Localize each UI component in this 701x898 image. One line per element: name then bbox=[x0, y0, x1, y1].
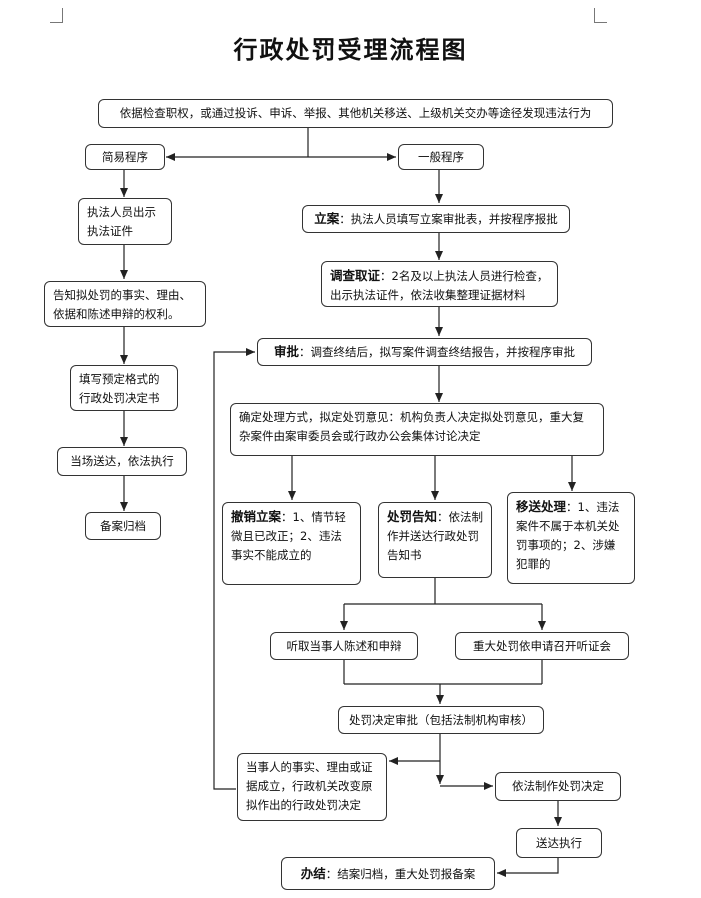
fill-form-box: 填写预定格式的行政处罚决定书 bbox=[70, 365, 178, 411]
filing-box: 立案：执法人员填写立案审批表，并按程序报批 bbox=[302, 205, 570, 233]
penalty-notice-box: 处罚告知：依法制作并送达行政处罚告知书 bbox=[378, 502, 492, 578]
source-text: 依据检查职权，或通过投诉、申诉、举报、其他机关移送、上级机关交办等途径发现违法行… bbox=[119, 106, 592, 120]
transfer-box: 移送处理：1、违法案件不属于本机关处罚事项的；2、涉嫌犯罪的 bbox=[507, 492, 635, 584]
investigate-text: ：2名及以上执法人员进行检查，出示执法证件，依法收集整理证据材料 bbox=[330, 269, 549, 302]
decision-approval-box: 处罚决定审批（包括法制机构审核） bbox=[338, 706, 544, 734]
change-decision-box: 当事人的事实、理由或证据成立，行政机关改变原拟作出的行政处罚决定 bbox=[237, 753, 387, 821]
page-corner-mark-left bbox=[50, 8, 63, 23]
transfer-label: 移送处理 bbox=[516, 499, 567, 514]
decide-box: 确定处理方式，拟定处罚意见：机构负责人决定拟处罚意见，重大复杂案件由案审委员会或… bbox=[230, 403, 604, 456]
inform-rights-box: 告知拟处罚的事实、理由、依据和陈述申辩的权利。 bbox=[44, 281, 206, 327]
filing-label: 立案 bbox=[314, 211, 340, 226]
source-box: 依据检查职权，或通过投诉、申诉、举报、其他机关移送、上级机关交办等途径发现违法行… bbox=[98, 99, 613, 128]
archive-simple-text: 备案归档 bbox=[100, 518, 146, 533]
arrow-feedback-to-approve bbox=[213, 348, 255, 790]
decide-text: 确定处理方式，拟定处罚意见：机构负责人决定拟处罚意见，重大复杂案件由案审委员会或… bbox=[239, 410, 584, 443]
deliver-onsite-box: 当场送达，依法执行 bbox=[57, 447, 187, 476]
deliver-onsite-text: 当场送达，依法执行 bbox=[70, 454, 174, 468]
hearing-box: 重大处罚依申请召开听证会 bbox=[455, 632, 629, 660]
inform-rights-text: 告知拟处罚的事实、理由、依据和陈述申辩的权利。 bbox=[53, 288, 191, 321]
revoke-filing-label: 撤销立案 bbox=[231, 509, 282, 524]
deliver-execute-box: 送达执行 bbox=[516, 828, 602, 858]
show-id-text: 执法人员出示执法证件 bbox=[87, 205, 156, 238]
hear-statement-text: 听取当事人陈述和申辩 bbox=[286, 638, 402, 653]
page-corner-mark-right bbox=[594, 8, 607, 23]
filing-text: ：执法人员填写立案审批表，并按程序报批 bbox=[339, 212, 558, 226]
simple-procedure-box: 简易程序 bbox=[85, 144, 165, 170]
investigate-box: 调查取证：2名及以上执法人员进行检查，出示执法证件，依法收集整理证据材料 bbox=[321, 261, 558, 307]
simple-procedure-text: 简易程序 bbox=[102, 149, 148, 164]
transfer-text: ：1、违法案件不属于本机关处罚事项的；2、涉嫌犯罪的 bbox=[516, 500, 620, 571]
make-decision-box: 依法制作处罚决定 bbox=[495, 772, 621, 801]
show-id-box: 执法人员出示执法证件 bbox=[78, 198, 172, 245]
hearing-text: 重大处罚依申请召开听证会 bbox=[473, 638, 611, 653]
archive-simple-box: 备案归档 bbox=[85, 512, 161, 540]
close-label: 办结 bbox=[300, 865, 326, 881]
general-procedure-text: 一般程序 bbox=[418, 149, 464, 164]
penalty-notice-label: 处罚告知 bbox=[387, 509, 438, 524]
fill-form-text: 填写预定格式的行政处罚决定书 bbox=[79, 372, 160, 405]
approve-text: ：调查终结后，拟写案件调查终结报告，并按程序审批 bbox=[299, 345, 575, 359]
general-procedure-box: 一般程序 bbox=[398, 144, 484, 170]
investigate-label: 调查取证 bbox=[330, 268, 381, 283]
change-decision-text: 当事人的事实、理由或证据成立，行政机关改变原拟作出的行政处罚决定 bbox=[246, 760, 373, 812]
approve-box: 审批：调查终结后，拟写案件调查终结报告，并按程序审批 bbox=[257, 338, 592, 366]
revoke-filing-text: ：1、情节轻微且已改正；2、违法事实不能成立的 bbox=[231, 510, 346, 562]
decision-approval-text: 处罚决定审批（包括法制机构审核） bbox=[349, 712, 533, 727]
penalty-notice-text: ：依法制作并送达行政处罚告知书 bbox=[387, 510, 484, 562]
arrow-deliver-close bbox=[497, 858, 559, 877]
close-text: ：结案归档，重大处罚报备案 bbox=[325, 866, 476, 881]
make-decision-text: 依法制作处罚决定 bbox=[512, 779, 604, 793]
deliver-execute-text: 送达执行 bbox=[536, 835, 582, 850]
revoke-filing-box: 撤销立案：1、情节轻微且已改正；2、违法事实不能成立的 bbox=[222, 502, 361, 585]
approve-label: 审批 bbox=[273, 344, 299, 359]
hear-statement-box: 听取当事人陈述和申辩 bbox=[270, 632, 418, 660]
close-box: 办结：结案归档，重大处罚报备案 bbox=[281, 857, 495, 890]
page-title: 行政处罚受理流程图 bbox=[233, 36, 468, 64]
